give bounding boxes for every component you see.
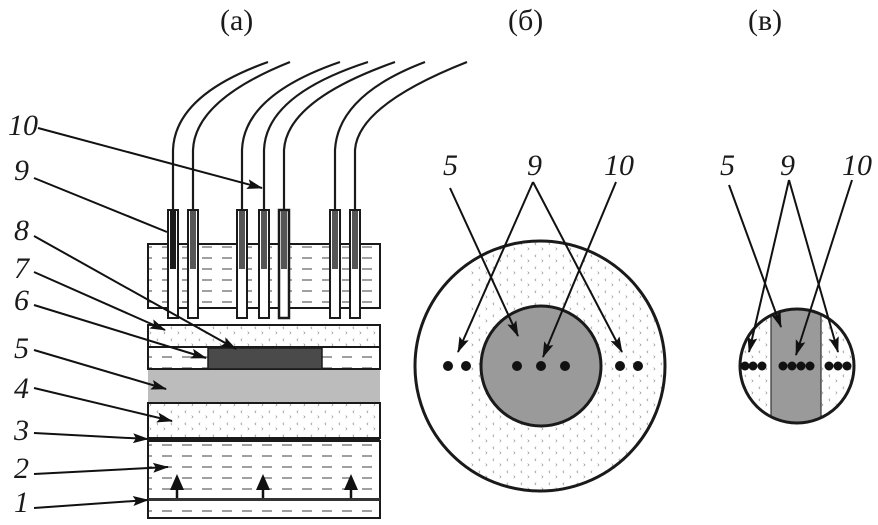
wire xyxy=(240,60,341,210)
panel-a: 10 9 8 7 6 5 4 3 2 1 xyxy=(8,60,468,519)
wire xyxy=(333,60,426,210)
label-5: 5 xyxy=(443,149,458,182)
electrodes xyxy=(167,208,361,320)
label-3: 3 xyxy=(13,414,29,447)
probe-dots xyxy=(740,361,852,371)
wire xyxy=(282,60,396,210)
electrode xyxy=(277,208,291,320)
label-5: 5 xyxy=(720,149,735,182)
wire xyxy=(262,60,369,210)
panel-a-title: (a) xyxy=(220,4,253,37)
probe-dots xyxy=(443,361,643,371)
electrode xyxy=(329,209,341,319)
label-10: 10 xyxy=(842,149,872,182)
panel-b-title: (б) xyxy=(508,4,543,37)
label-4: 4 xyxy=(14,372,29,405)
panel-v-title: (в) xyxy=(748,4,782,37)
electrode xyxy=(349,209,361,319)
panel-v: 5 9 10 xyxy=(720,149,872,425)
label-2: 2 xyxy=(14,452,29,485)
electrode xyxy=(258,209,270,319)
dark-block-8 xyxy=(207,347,323,370)
wire xyxy=(191,60,291,210)
layer-3 xyxy=(148,437,380,441)
label-10: 10 xyxy=(604,149,634,182)
label-1: 1 xyxy=(14,486,29,519)
layer-1 xyxy=(148,498,380,501)
label-8: 8 xyxy=(14,214,29,247)
label-9: 9 xyxy=(780,149,795,182)
panel-b: 5 9 10 xyxy=(413,149,667,493)
layer-5 xyxy=(148,370,380,402)
wire xyxy=(171,60,269,210)
label-10: 10 xyxy=(8,109,38,142)
label-5: 5 xyxy=(14,332,29,365)
electrode xyxy=(167,209,179,319)
electrode xyxy=(236,209,248,319)
label-9: 9 xyxy=(14,154,29,187)
label-6: 6 xyxy=(14,284,29,317)
leader-lines xyxy=(33,127,263,509)
label-7: 7 xyxy=(14,252,31,285)
wires xyxy=(171,60,468,210)
up-arrows xyxy=(170,474,358,498)
electrode xyxy=(187,209,199,319)
wire xyxy=(353,60,468,210)
label-9: 9 xyxy=(527,149,542,182)
